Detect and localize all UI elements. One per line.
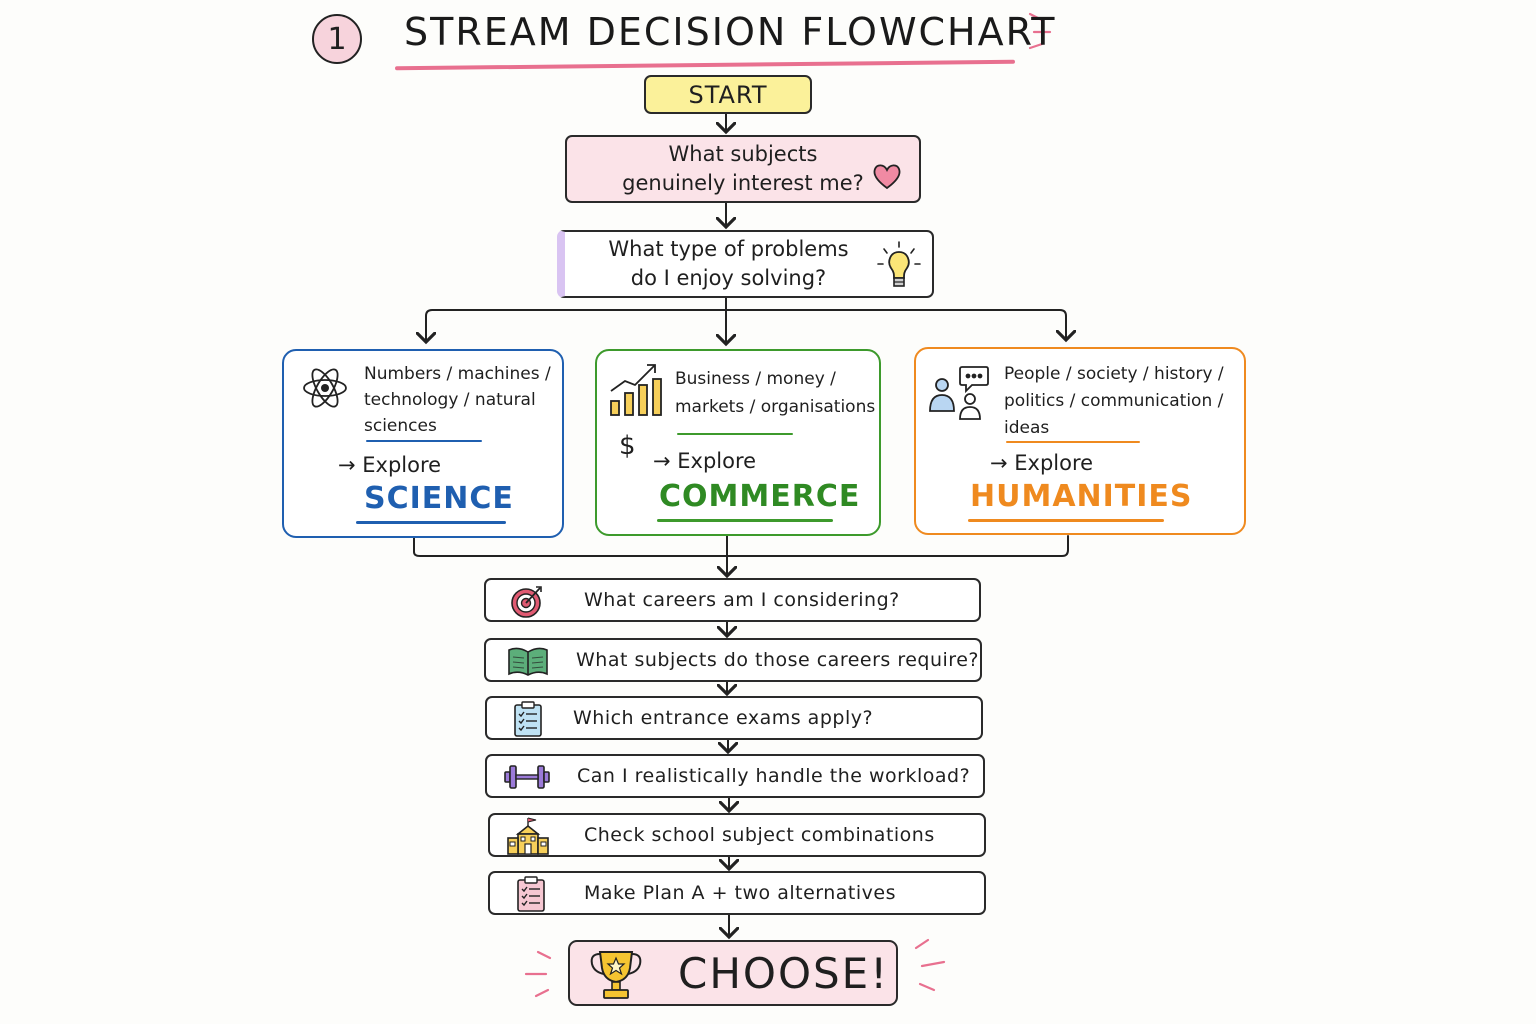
stream-desc-line: markets / organisations bbox=[675, 397, 876, 417]
growth-chart-icon bbox=[610, 364, 662, 416]
stream-name-science: SCIENCE bbox=[364, 481, 514, 516]
page-title: STREAM DECISION FLOWCHART bbox=[404, 10, 1057, 54]
stream-name-underline bbox=[657, 519, 833, 522]
question-line: What subjects bbox=[668, 142, 818, 166]
question-line: genuinely interest me? bbox=[622, 171, 864, 195]
stream-desc-line: technology / natural bbox=[364, 390, 536, 410]
lightbulb-icon bbox=[877, 241, 921, 287]
stream-desc-line: Numbers / machines / bbox=[364, 364, 551, 384]
stream-desc-line: ideas bbox=[1004, 418, 1050, 438]
plan-clipboard-icon bbox=[517, 876, 545, 912]
explore-label: → Explore bbox=[653, 449, 757, 473]
step-careers: What careers am I considering? bbox=[484, 578, 981, 622]
step-label: Can I realistically handle the workload? bbox=[577, 765, 971, 787]
step-label: Make Plan A + two alternatives bbox=[584, 882, 896, 904]
step-entrance-exams: Which entrance exams apply? bbox=[485, 696, 983, 740]
start-node: START bbox=[644, 75, 812, 114]
step-workload: Can I realistically handle the workload? bbox=[485, 754, 985, 798]
step-label: What subjects do those careers require? bbox=[576, 649, 979, 671]
step-school-combinations: Check school subject combinations bbox=[488, 813, 986, 857]
sparkle-marks bbox=[524, 12, 1052, 998]
stream-underline bbox=[366, 440, 482, 442]
stream-name-commerce: COMMERCE bbox=[659, 479, 861, 514]
choose-node: CHOOSE! bbox=[568, 940, 898, 1006]
question-line: do I enjoy solving? bbox=[630, 266, 827, 290]
step-number-badge: 1 bbox=[312, 14, 362, 64]
stream-desc-line: sciences bbox=[364, 416, 437, 436]
step-label: Check school subject combinations bbox=[584, 824, 935, 846]
question-line: What type of problems bbox=[608, 237, 849, 261]
question-problems-box: What type of problems do I enjoy solving… bbox=[557, 230, 934, 298]
stream-card-commerce: $ Business / money / markets / organisat… bbox=[595, 349, 881, 536]
stream-name-underline bbox=[356, 521, 506, 524]
stream-desc-line: People / society / history / bbox=[1004, 364, 1224, 384]
stream-card-science: Numbers / machines / technology / natura… bbox=[282, 349, 564, 538]
question-interest-box: What subjects genuinely interest me? bbox=[565, 135, 921, 203]
dollar-sign-icon: $ bbox=[619, 431, 636, 461]
checklist-clipboard-icon bbox=[514, 701, 542, 737]
dumbbell-icon bbox=[504, 765, 550, 789]
choose-label: CHOOSE! bbox=[678, 949, 890, 998]
people-chat-icon bbox=[929, 366, 989, 420]
explore-label: → Explore bbox=[338, 453, 442, 477]
stream-underline bbox=[677, 433, 793, 435]
explore-label: → Explore bbox=[990, 451, 1094, 475]
step-subjects-required: What subjects do those careers require? bbox=[484, 638, 982, 682]
stream-name-humanities: HUMANITIES bbox=[970, 479, 1193, 514]
target-icon bbox=[511, 586, 542, 618]
trophy-icon bbox=[590, 951, 642, 999]
stream-name-underline bbox=[968, 519, 1164, 522]
school-building-icon bbox=[507, 817, 549, 855]
heart-icon bbox=[873, 164, 901, 190]
stream-card-humanities: People / society / history / politics / … bbox=[914, 347, 1246, 535]
step-label: What careers am I considering? bbox=[584, 589, 900, 611]
step-plan-alternatives: Make Plan A + two alternatives bbox=[488, 871, 986, 915]
stream-desc-line: politics / communication / bbox=[1004, 391, 1224, 411]
stream-desc-line: Business / money / bbox=[675, 369, 836, 389]
step-label: Which entrance exams apply? bbox=[573, 707, 874, 729]
atom-icon bbox=[303, 368, 347, 408]
stream-underline bbox=[1006, 441, 1140, 443]
open-book-icon bbox=[508, 647, 548, 676]
